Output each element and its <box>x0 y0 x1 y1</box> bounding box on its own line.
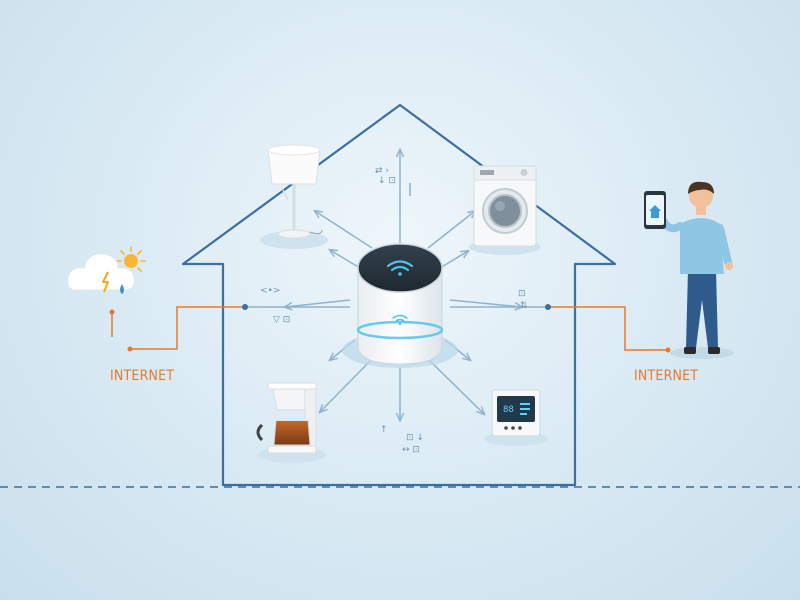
lamp-icon <box>260 144 328 249</box>
hub-connections <box>245 150 548 420</box>
washing-machine-icon <box>469 165 541 255</box>
left-connector-node-top <box>109 309 115 315</box>
cloud-sun-icon <box>67 246 146 294</box>
svg-text:▽ ⊡: ▽ ⊡ <box>273 315 290 325</box>
internet-label-left: INTERNET <box>110 368 175 384</box>
internet-label-right: INTERNET <box>634 368 699 384</box>
smart-hub <box>342 243 458 368</box>
right-house-port <box>545 304 551 310</box>
phone-icon <box>644 191 666 229</box>
person-with-phone-icon <box>644 181 734 359</box>
svg-text:↓ ⊡: ↓ ⊡ <box>378 176 396 186</box>
svg-text:↔ ⊡: ↔ ⊡ <box>402 445 420 455</box>
data-glyphs: ⇄ › ↓ ⊡ <•> ▽ ⊡ ⊡ ⇅ ↑ ⊡ ↓ ↔ ⊡ <box>260 166 528 455</box>
svg-text:⊡ ↓: ⊡ ↓ <box>406 433 424 443</box>
coffee-maker-icon <box>256 382 326 463</box>
left-internet-connector <box>111 306 245 350</box>
svg-text:⇄ ›: ⇄ › <box>375 166 389 176</box>
svg-text:⇅: ⇅ <box>520 301 528 311</box>
thermostat-icon: 88 <box>484 389 548 446</box>
left-house-port <box>242 304 248 310</box>
hub-wifi-icon-small <box>392 314 408 326</box>
svg-text:⊡: ⊡ <box>518 289 526 299</box>
left-connector-node-bottom <box>127 346 133 352</box>
svg-text:88: 88 <box>503 405 514 415</box>
svg-text:↑: ↑ <box>380 425 388 435</box>
svg-text:<•>: <•> <box>260 286 280 296</box>
right-connector-node <box>665 347 671 353</box>
right-internet-connector <box>548 306 668 351</box>
wifi-icon <box>386 260 414 276</box>
house-outline <box>181 103 617 487</box>
